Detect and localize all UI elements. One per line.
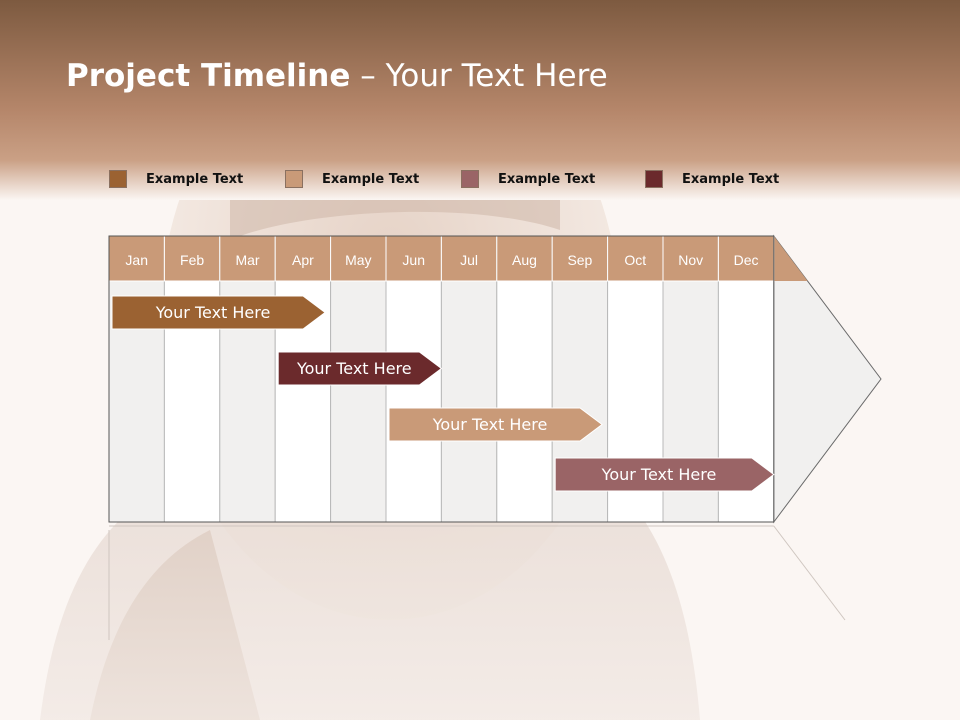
month-column — [219, 235, 276, 523]
title-rest: – Your Text Here — [350, 58, 608, 94]
task-label: Your Text Here — [601, 465, 717, 484]
task-arrow — [388, 407, 603, 442]
month-column — [496, 235, 553, 523]
task-label: Your Text Here — [296, 359, 412, 378]
legend-swatch — [285, 170, 303, 188]
month-header-cell — [496, 235, 553, 282]
month-header-cell — [163, 235, 221, 282]
month-label: Oct — [624, 252, 646, 268]
slide-title: Project Timeline – Your Text Here — [66, 58, 608, 94]
month-column — [440, 235, 498, 523]
month-label: Aug — [512, 252, 537, 268]
legend-swatch — [645, 170, 663, 188]
task-arrow — [554, 457, 775, 492]
month-label: Nov — [678, 252, 703, 268]
month-label: Apr — [292, 252, 314, 268]
month-label: May — [345, 252, 371, 268]
legend-label: Example Text — [322, 172, 420, 187]
legend-swatch — [461, 170, 479, 188]
task-arrow — [277, 351, 443, 386]
month-label: Feb — [180, 252, 204, 268]
month-label: Mar — [235, 252, 259, 268]
reflection-line — [773, 525, 846, 621]
month-header-cell — [330, 235, 387, 282]
month-label: Jan — [125, 252, 148, 268]
month-column — [163, 235, 221, 523]
legend-label: Example Text — [498, 172, 596, 187]
month-label: Jun — [402, 252, 425, 268]
task-arrow — [111, 295, 326, 330]
timeline-arrowhead-header — [773, 236, 808, 281]
legend-swatch — [109, 170, 127, 188]
month-label: Sep — [567, 252, 592, 268]
month-label: Jul — [460, 252, 478, 268]
month-header-cell — [551, 235, 609, 282]
month-label: Dec — [734, 252, 759, 268]
legend-label: Example Text — [682, 172, 780, 187]
month-header-cell — [385, 235, 442, 282]
task-label: Your Text Here — [432, 415, 548, 434]
timeline-frame — [108, 235, 775, 523]
task-label: Your Text Here — [155, 303, 271, 322]
title-bold: Project Timeline — [66, 58, 351, 94]
legend-label: Example Text — [146, 172, 244, 187]
